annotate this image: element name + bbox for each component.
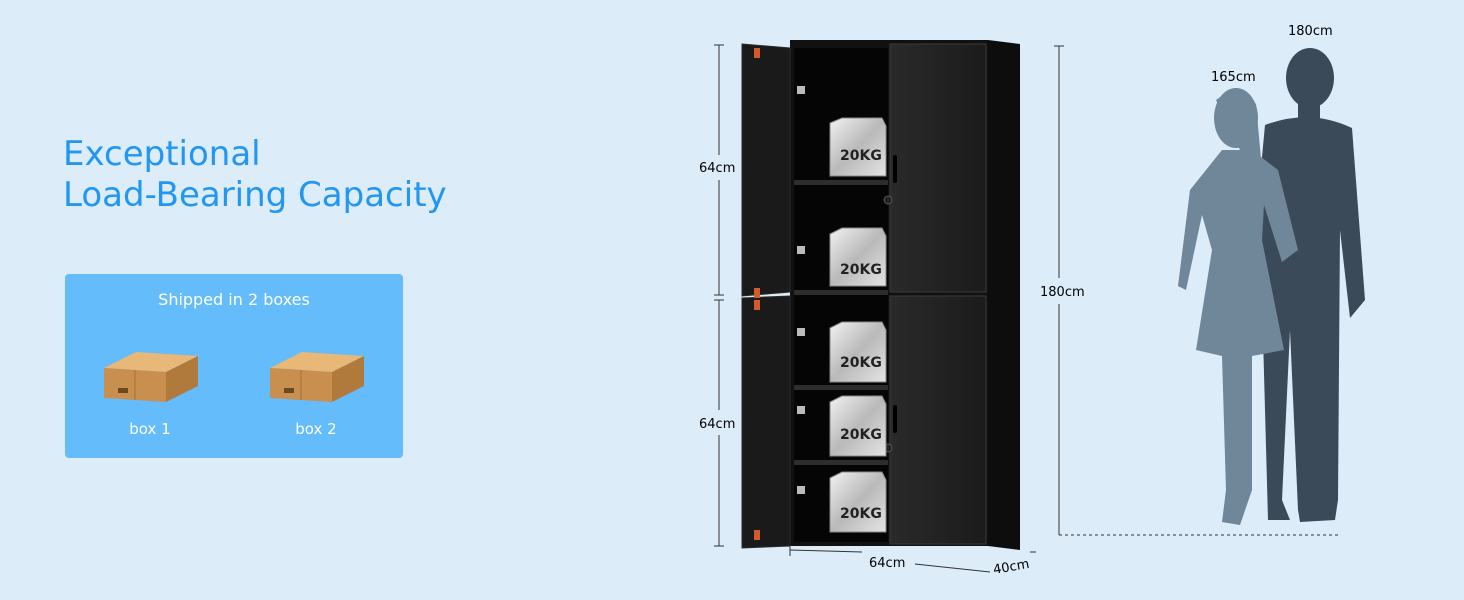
weight-4: 20KG bbox=[829, 395, 887, 457]
weight-label: 20KG bbox=[840, 427, 882, 443]
woman-silhouette bbox=[1178, 88, 1298, 525]
total-height-label: 180cm bbox=[1040, 285, 1085, 300]
headline: Exceptional Load-Bearing Capacity bbox=[63, 134, 447, 216]
cabinet-side-panel bbox=[988, 40, 1020, 550]
cardboard-box-icon bbox=[270, 352, 364, 402]
shelf-peg bbox=[797, 486, 805, 494]
weight-2: 20KG bbox=[829, 227, 887, 287]
weight-label: 20KG bbox=[840, 262, 882, 278]
shelf bbox=[794, 385, 888, 390]
shipping-box-2: box 2 bbox=[261, 346, 371, 438]
weight-1: 20KG bbox=[829, 117, 887, 177]
width-label: 64cm bbox=[869, 556, 905, 571]
hinge bbox=[754, 48, 760, 58]
headline-line-2: Load-Bearing Capacity bbox=[63, 175, 447, 215]
box-2-label: box 2 bbox=[295, 420, 337, 438]
shelf-peg bbox=[797, 246, 805, 254]
weight-5: 20KG bbox=[829, 471, 887, 533]
weight-label: 20KG bbox=[840, 355, 882, 371]
woman-height-label: 165cm bbox=[1211, 70, 1256, 85]
hinge bbox=[754, 288, 760, 298]
shipping-title: Shipped in 2 boxes bbox=[158, 290, 310, 309]
right-lower-door bbox=[889, 295, 987, 545]
upper-height-label: 64cm bbox=[699, 161, 735, 176]
lock-icon bbox=[883, 195, 893, 205]
shelf bbox=[794, 290, 888, 295]
weight-label: 20KG bbox=[840, 148, 882, 164]
shelf bbox=[794, 460, 888, 465]
left-lower-door-open bbox=[741, 295, 791, 549]
hinge bbox=[754, 300, 760, 310]
shelf-peg bbox=[797, 86, 805, 94]
hinge bbox=[754, 530, 760, 540]
lower-height-label: 64cm bbox=[699, 417, 735, 432]
shelf-peg bbox=[797, 328, 805, 336]
left-upper-door-open bbox=[741, 43, 791, 297]
shelf-peg bbox=[797, 406, 805, 414]
cardboard-box-icon bbox=[104, 352, 198, 402]
weight-3: 20KG bbox=[829, 321, 887, 383]
man-height-label: 180cm bbox=[1288, 24, 1333, 39]
man-silhouette bbox=[1258, 48, 1365, 523]
shipping-card: Shipped in 2 boxes box 1 box 2 bbox=[65, 274, 403, 458]
headline-line-1: Exceptional bbox=[63, 134, 261, 174]
weight-label: 20KG bbox=[840, 506, 882, 522]
right-upper-door bbox=[889, 43, 987, 293]
box-1-label: box 1 bbox=[129, 420, 171, 438]
dimension-lines bbox=[714, 44, 1340, 573]
depth-label: 40cm bbox=[992, 557, 1030, 578]
cabinet bbox=[741, 40, 1020, 550]
door-handle bbox=[893, 405, 897, 433]
door-handle bbox=[893, 155, 897, 183]
shelf bbox=[794, 180, 888, 185]
shipping-box-1: box 1 bbox=[95, 346, 205, 438]
